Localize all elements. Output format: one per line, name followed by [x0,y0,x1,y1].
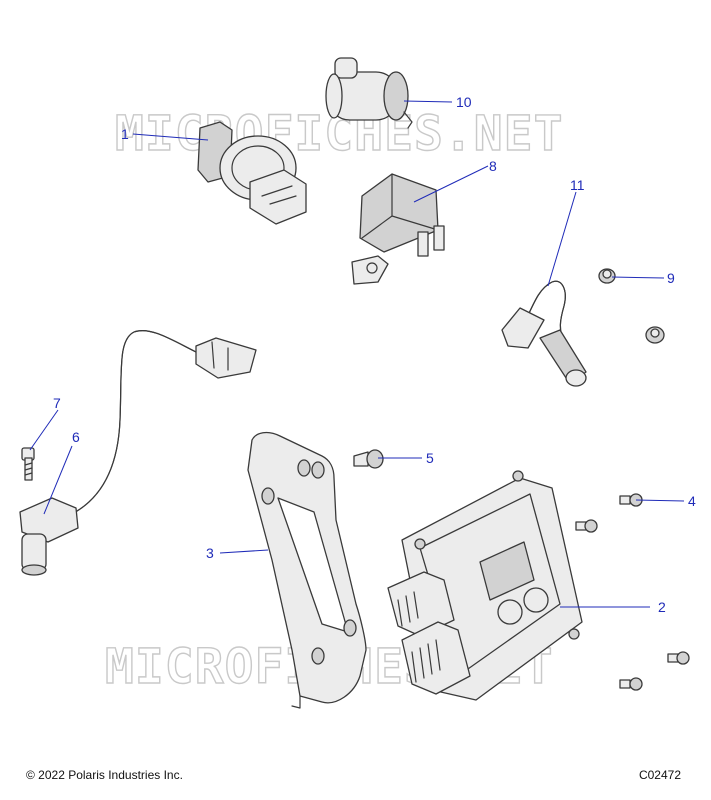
callout-10[interactable]: 10 [456,94,472,110]
part-7-bolt[interactable] [21,447,35,481]
part-11-harness[interactable] [501,280,587,387]
callout-11[interactable]: 11 [570,177,585,193]
copyright-text: © 2022 Polaris Industries Inc. [26,768,183,782]
callout-3[interactable]: 3 [206,545,214,561]
diagram-code: C02472 [638,768,681,782]
part-3-bracket[interactable] [247,431,367,709]
hardware-screw[interactable] [619,677,643,691]
callout-1[interactable]: 1 [121,126,129,142]
part-10-solenoid[interactable] [325,57,413,129]
part-5-rivet[interactable] [353,449,384,469]
callout-8[interactable]: 8 [489,158,497,174]
part-6-sensor[interactable] [19,330,257,576]
callout-2[interactable]: 2 [658,599,666,615]
part-9-nut[interactable] [598,268,616,284]
callout-6[interactable]: 6 [72,429,80,445]
callout-7[interactable]: 7 [53,395,61,411]
hardware-nut[interactable] [645,326,665,344]
callout-5[interactable]: 5 [426,450,434,466]
callout-9[interactable]: 9 [667,270,675,286]
part-1-ignition-switch[interactable] [197,121,307,225]
callout-4[interactable]: 4 [688,493,696,509]
leader-lines [29,100,685,608]
part-2-ecu[interactable] [387,470,583,701]
hardware-screw[interactable] [667,651,690,665]
hardware-screw[interactable] [575,519,598,533]
part-8-relay[interactable] [351,173,445,285]
